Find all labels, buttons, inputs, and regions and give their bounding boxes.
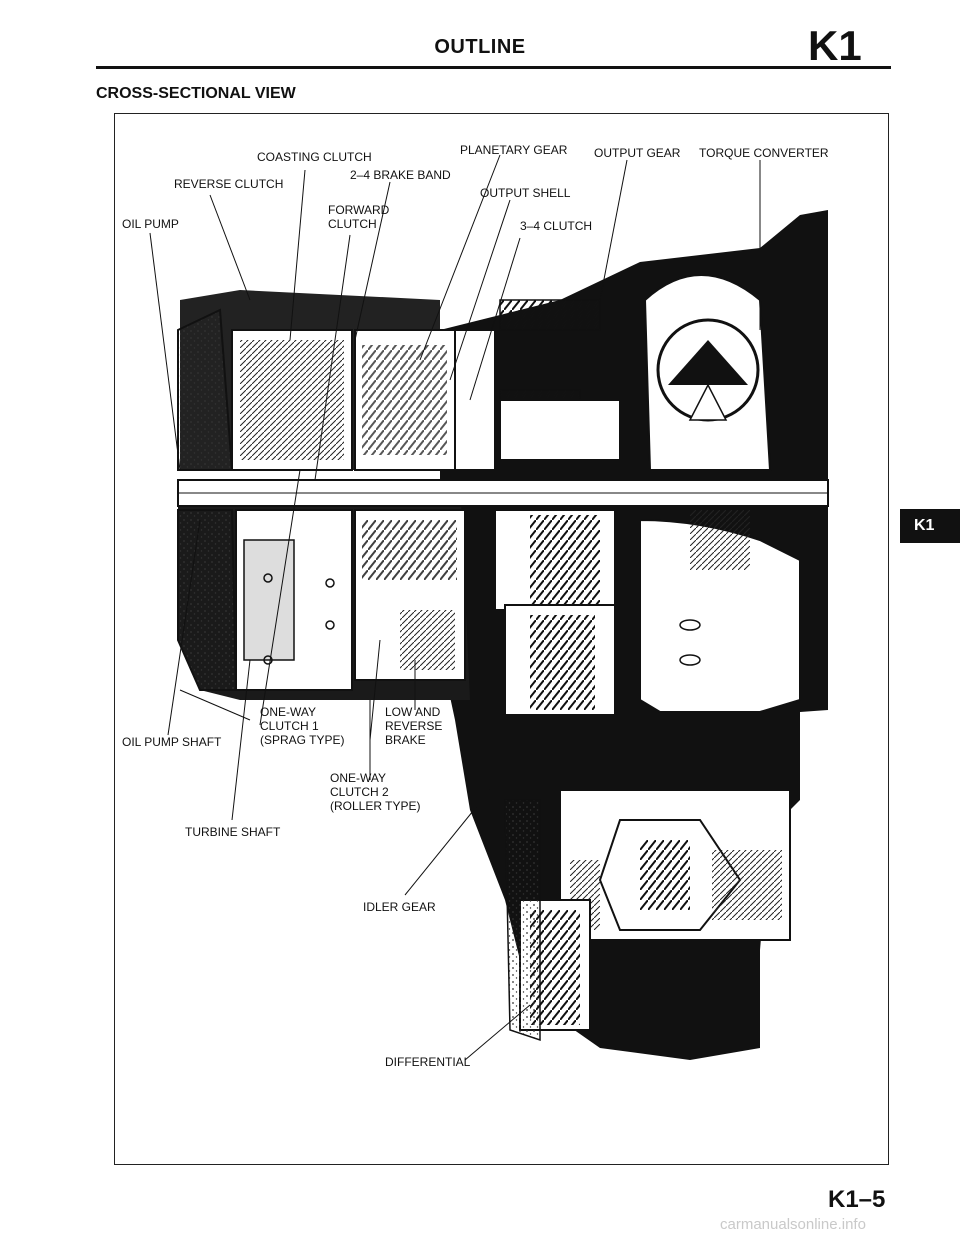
page-header-title: OUTLINE	[434, 36, 526, 58]
label-differential: DIFFERENTIAL	[385, 1055, 471, 1069]
callout-leader-lines	[149, 154, 761, 1061]
output-gear-assembly	[494, 399, 621, 716]
section-title: CROSS-SECTIONAL VIEW	[96, 85, 296, 102]
label-torque-converter: TORQUE CONVERTER	[699, 146, 829, 160]
lower-clutch-section	[235, 509, 466, 691]
label-forward-clutch: FORWARD CLUTCH	[328, 203, 390, 231]
watermark: carmanualsonline.info	[720, 1216, 866, 1233]
figure-frame	[114, 113, 889, 1165]
label-2-4-brake-band: 2–4 BRAKE BAND	[350, 168, 451, 182]
label-one-way-clutch-1: ONE-WAY CLUTCH 1 (SPRAG TYPE)	[260, 705, 345, 747]
label-reverse-clutch: REVERSE CLUTCH	[174, 177, 284, 191]
page-number: K1–5	[828, 1186, 886, 1213]
label-coasting-clutch: COASTING CLUTCH	[257, 150, 372, 164]
main-shaft	[177, 479, 829, 507]
label-turbine-shaft: TURBINE SHAFT	[185, 825, 281, 839]
label-oil-pump-shaft: OIL PUMP SHAFT	[122, 735, 222, 749]
differential-assembly	[504, 789, 791, 1042]
section-tab-k1[interactable]: K1	[900, 509, 960, 543]
label-idler-gear: IDLER GEAR	[363, 900, 436, 914]
section-code: K1	[808, 22, 862, 69]
upper-clutch-packs	[231, 299, 601, 471]
label-output-gear: OUTPUT GEAR	[594, 146, 681, 160]
label-planetary-gear: PLANETARY GEAR	[460, 143, 568, 157]
label-low-and-reverse-brake: LOW AND REVERSE BRAKE	[385, 705, 443, 747]
label-output-shell: OUTPUT SHELL	[480, 186, 571, 200]
label-3-4-clutch: 3–4 CLUTCH	[520, 219, 593, 233]
label-oil-pump: OIL PUMP	[122, 217, 179, 231]
oil-pump-body	[177, 308, 238, 691]
label-one-way-clutch-2: ONE-WAY CLUTCH 2 (ROLLER TYPE)	[330, 771, 421, 813]
torque-converter	[639, 274, 801, 713]
header-rule	[96, 66, 891, 69]
